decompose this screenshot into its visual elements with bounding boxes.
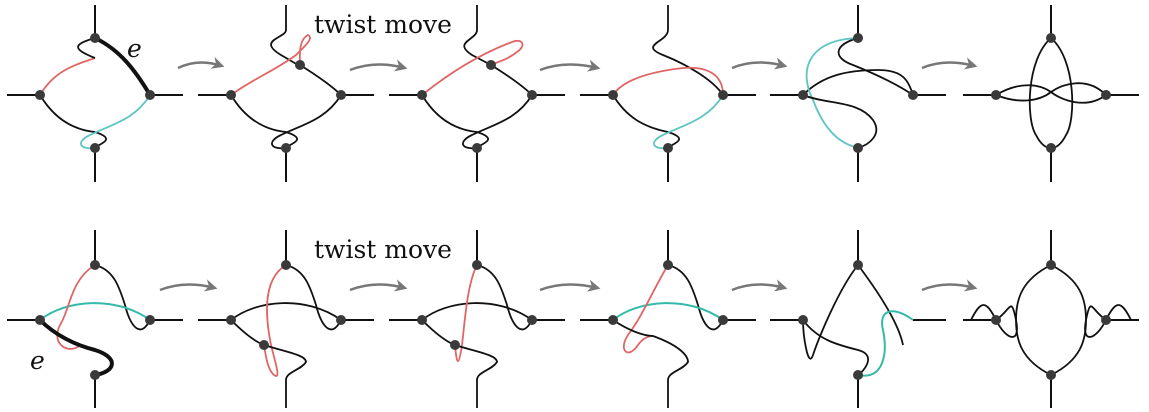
bottom-panel-5 — [770, 230, 946, 408]
bottom-panel-2: twist move — [198, 230, 452, 408]
top-panel-2: twist move — [198, 5, 452, 182]
top-panel-1: e — [7, 5, 183, 182]
top-arrow-2 — [349, 59, 408, 72]
bottom-arrow-2 — [349, 279, 408, 292]
top-edge-label: e — [127, 34, 142, 63]
bottom-row: e twist move — [7, 230, 1139, 408]
top-row: e twist move — [7, 5, 1139, 182]
bottom-panel-3 — [389, 230, 565, 408]
top-panel-4 — [580, 5, 756, 182]
top-arrow-3 — [539, 59, 601, 72]
bottom-arrow-3 — [539, 279, 601, 292]
bottom-panel-6 — [963, 230, 1139, 408]
bottom-panel-4 — [580, 230, 756, 408]
bottom-edge-label: e — [30, 346, 45, 375]
top-panel-3 — [389, 5, 565, 182]
top-panel-6 — [963, 5, 1139, 182]
top-title: twist move — [314, 10, 452, 39]
bottom-arrow-5 — [921, 279, 978, 292]
top-arrow-1 — [177, 56, 225, 70]
top-panel-5 — [770, 5, 946, 182]
top-arrow-4 — [731, 57, 788, 70]
bottom-arrow-1 — [159, 279, 218, 292]
bottom-panel-1: e — [7, 230, 183, 408]
bottom-title: twist move — [314, 235, 452, 264]
top-arrow-5 — [921, 57, 978, 70]
bottom-arrow-4 — [731, 279, 788, 292]
